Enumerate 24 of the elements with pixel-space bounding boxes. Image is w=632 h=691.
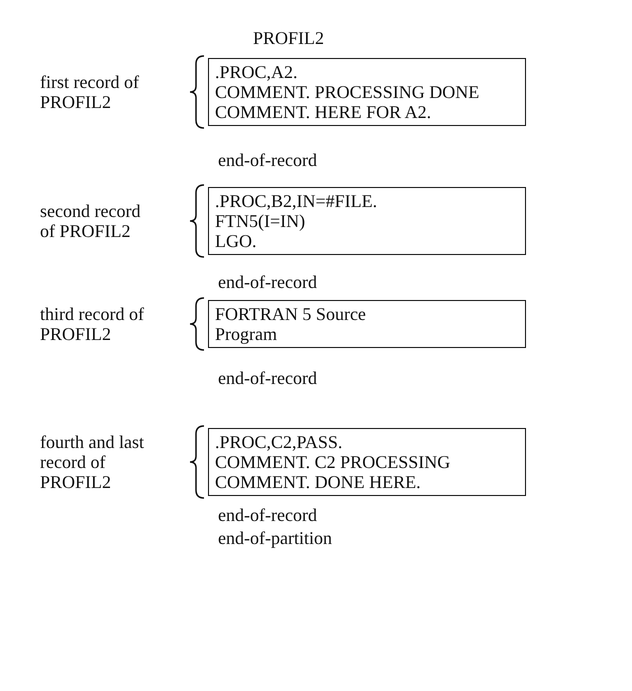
code-line: LGO. (215, 231, 258, 251)
code-line: COMMENT. C2 PROCESSING (215, 452, 452, 472)
record-caption: first record of PROFIL2 (40, 72, 140, 112)
code-line: COMMENT. DONE HERE. (215, 472, 422, 492)
code-line: COMMENT. HERE FOR A2. (215, 102, 432, 122)
record-box (208, 428, 526, 496)
code-line: .PROC,B2,IN=#FILE. (215, 191, 378, 211)
record-box (208, 187, 526, 255)
code-line: .PROC,A2. (215, 62, 299, 82)
record-caption: fourth and last record of PROFIL2 (40, 432, 145, 492)
record-box (208, 300, 526, 348)
section-marker: end-of-partition (218, 528, 332, 548)
section-marker: end-of-record (218, 368, 317, 388)
code-line: FTN5(I=IN) (215, 211, 306, 231)
record-box (208, 58, 526, 126)
record-caption: third record of PROFIL2 (40, 304, 145, 344)
heading: PROFIL2 (253, 28, 324, 48)
code-line: FORTRAN 5 Source Program (215, 304, 367, 344)
record-caption: second record of PROFIL2 (40, 201, 142, 241)
code-line: COMMENT. PROCESSING DONE (215, 82, 480, 102)
code-line: .PROC,C2,PASS. (215, 432, 344, 452)
section-marker: end-of-record (218, 272, 317, 292)
section-marker: end-of-record (218, 150, 317, 170)
section-marker: end-of-record (218, 505, 317, 525)
